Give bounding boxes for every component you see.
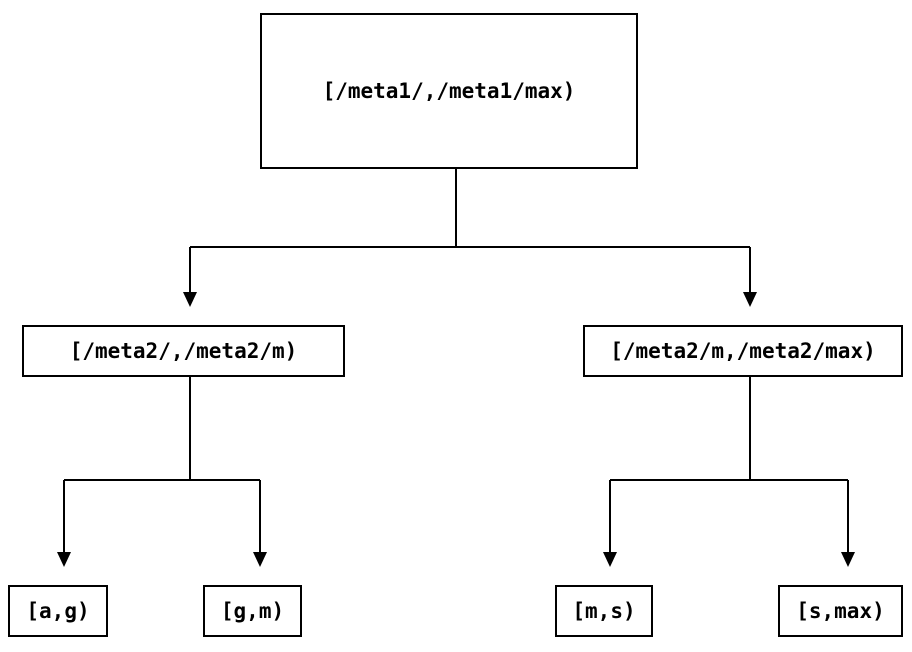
node-meta2-left: [/meta2/,/meta2/m) [22,325,345,377]
edge-right-subtree [603,377,855,567]
node-root-meta1: [/meta1/,/meta1/max) [260,13,638,169]
arrow-down-icon [841,552,855,567]
leaf-node-a-g: [a,g) [8,585,108,637]
node-label: [/meta1/,/meta1/max) [322,79,576,103]
arrow-down-icon [183,292,197,307]
node-label: [g,m) [220,599,285,623]
node-label: [/meta2/,/meta2/m) [69,339,298,363]
node-label: [s,max) [796,599,885,623]
arrow-down-icon [743,292,757,307]
node-meta2-right: [/meta2/m,/meta2/max) [583,325,903,377]
leaf-node-g-m: [g,m) [203,585,302,637]
edge-line [189,169,751,292]
arrow-down-icon [253,552,267,567]
leaf-node-s-max: [s,max) [778,585,903,637]
edge-line [609,377,849,552]
edge-left-subtree [57,377,267,567]
edge-root-to-children [183,169,757,307]
node-label: [a,g) [26,599,90,623]
arrow-down-icon [603,552,617,567]
leaf-node-m-s: [m,s) [555,585,653,637]
edge-line [63,377,261,552]
arrow-down-icon [57,552,71,567]
node-label: [m,s) [572,599,636,623]
node-label: [/meta2/m,/meta2/max) [610,339,876,363]
